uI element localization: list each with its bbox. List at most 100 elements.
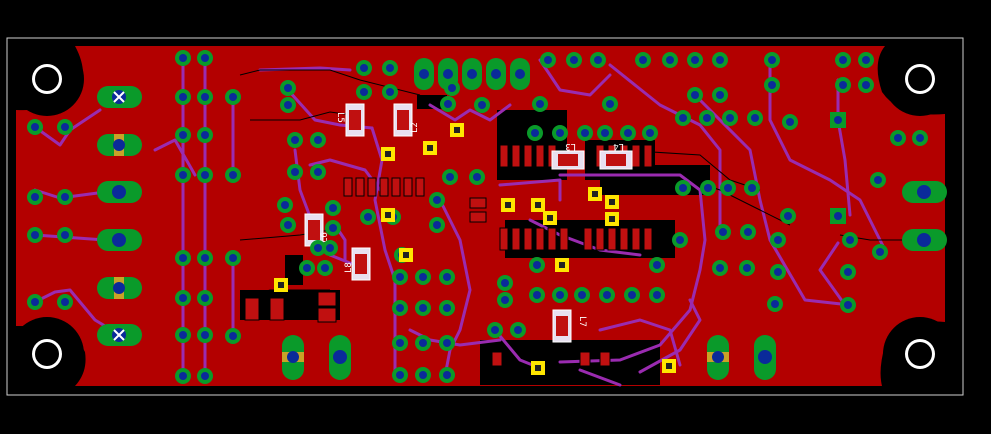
- via-icon[interactable]: [624, 287, 640, 303]
- via-icon[interactable]: [325, 220, 341, 236]
- via-icon[interactable]: [527, 125, 543, 141]
- via-icon[interactable]: [764, 52, 780, 68]
- connector-pads-right[interactable]: [902, 181, 947, 251]
- via-icon[interactable]: [835, 77, 851, 93]
- via-icon[interactable]: [175, 127, 191, 143]
- via-icon[interactable]: [540, 52, 556, 68]
- via-icon[interactable]: [429, 217, 445, 233]
- via-icon[interactable]: [444, 80, 460, 96]
- via-icon[interactable]: [197, 89, 213, 105]
- via-icon[interactable]: [712, 260, 728, 276]
- via-icon[interactable]: [552, 125, 568, 141]
- via-icon[interactable]: [299, 260, 315, 276]
- via-icon[interactable]: [574, 287, 590, 303]
- via-icon[interactable]: [175, 290, 191, 306]
- via-icon[interactable]: [197, 167, 213, 183]
- via-icon[interactable]: [27, 189, 43, 205]
- via-icon[interactable]: [57, 227, 73, 243]
- mounting-hole-icon[interactable]: [883, 42, 957, 116]
- via-icon[interactable]: [890, 130, 906, 146]
- via-icon[interactable]: [497, 275, 513, 291]
- via-icon[interactable]: [415, 269, 431, 285]
- via-icon[interactable]: [602, 96, 618, 112]
- header-pins-top[interactable]: [414, 58, 530, 90]
- ic-smd-pads[interactable]: [244, 144, 653, 367]
- via-icon[interactable]: [57, 119, 73, 135]
- mounting-hole-icon[interactable]: [10, 317, 84, 391]
- via-icon[interactable]: [469, 169, 485, 185]
- via-icon[interactable]: [415, 367, 431, 383]
- via-icon[interactable]: [840, 297, 856, 313]
- via-icon[interactable]: [675, 110, 691, 126]
- inductors[interactable]: L5 L2 L3 L4 L6 L8 L7: [304, 103, 633, 343]
- via-icon[interactable]: [27, 119, 43, 135]
- via-icon[interactable]: [529, 287, 545, 303]
- mounting-hole-icon[interactable]: [883, 317, 957, 391]
- via-icon[interactable]: [325, 200, 341, 216]
- via-icon[interactable]: [442, 169, 458, 185]
- via-icon[interactable]: [310, 132, 326, 148]
- via-icon[interactable]: [175, 50, 191, 66]
- via-icon[interactable]: [835, 52, 851, 68]
- via-icon[interactable]: [474, 97, 490, 113]
- via-icon[interactable]: [280, 97, 296, 113]
- via-icon[interactable]: [356, 60, 372, 76]
- via-icon[interactable]: [27, 227, 43, 243]
- via-icon[interactable]: [770, 232, 786, 248]
- via-icon[interactable]: [225, 89, 241, 105]
- via-icon[interactable]: [392, 269, 408, 285]
- via-icon[interactable]: [439, 300, 455, 316]
- via-icon[interactable]: [870, 172, 886, 188]
- via-icon[interactable]: [529, 257, 545, 273]
- via-icon[interactable]: [439, 335, 455, 351]
- via-icon[interactable]: [687, 87, 703, 103]
- via-icon[interactable]: [767, 296, 783, 312]
- via-icon[interactable]: [649, 287, 665, 303]
- via-icon[interactable]: [287, 164, 303, 180]
- connector-pads-left[interactable]: [97, 86, 142, 346]
- via-icon[interactable]: [872, 244, 888, 260]
- via-icon[interactable]: [770, 264, 786, 280]
- via-icon[interactable]: [197, 250, 213, 266]
- via-icon[interactable]: [175, 327, 191, 343]
- via-icon[interactable]: [912, 130, 928, 146]
- via-icon[interactable]: [356, 84, 372, 100]
- via-icon[interactable]: [699, 110, 715, 126]
- mounting-hole-icon[interactable]: [10, 42, 84, 116]
- via-icon[interactable]: [57, 294, 73, 310]
- via-icon[interactable]: [175, 167, 191, 183]
- via-icon[interactable]: [712, 52, 728, 68]
- via-icon[interactable]: [597, 125, 613, 141]
- via-icon[interactable]: [566, 52, 582, 68]
- via-icon[interactable]: [225, 167, 241, 183]
- via-icon[interactable]: [780, 208, 796, 224]
- via-icon[interactable]: [197, 290, 213, 306]
- via-icon[interactable]: [57, 189, 73, 205]
- via-icon[interactable]: [720, 180, 736, 196]
- thru-hole-pads[interactable]: [27, 50, 928, 384]
- via-icon[interactable]: [840, 264, 856, 280]
- via-icon[interactable]: [197, 368, 213, 384]
- via-icon[interactable]: [497, 292, 513, 308]
- via-icon[interactable]: [510, 322, 526, 338]
- via-icon[interactable]: [382, 84, 398, 100]
- via-icon[interactable]: [722, 110, 738, 126]
- via-icon[interactable]: [225, 328, 241, 344]
- via-icon[interactable]: [277, 197, 293, 213]
- via-icon[interactable]: [672, 232, 688, 248]
- via-icon[interactable]: [287, 132, 303, 148]
- via-icon[interactable]: [415, 335, 431, 351]
- via-icon[interactable]: [360, 209, 376, 225]
- via-icon[interactable]: [197, 327, 213, 343]
- via-icon[interactable]: [310, 164, 326, 180]
- via-icon[interactable]: [649, 257, 665, 273]
- via-icon[interactable]: [322, 240, 338, 256]
- connector-pads-bottom[interactable]: [282, 335, 776, 380]
- via-icon[interactable]: [175, 250, 191, 266]
- via-icon[interactable]: [280, 80, 296, 96]
- via-icon[interactable]: [310, 240, 326, 256]
- via-icon[interactable]: [439, 269, 455, 285]
- via-icon[interactable]: [642, 125, 658, 141]
- via-icon[interactable]: [744, 180, 760, 196]
